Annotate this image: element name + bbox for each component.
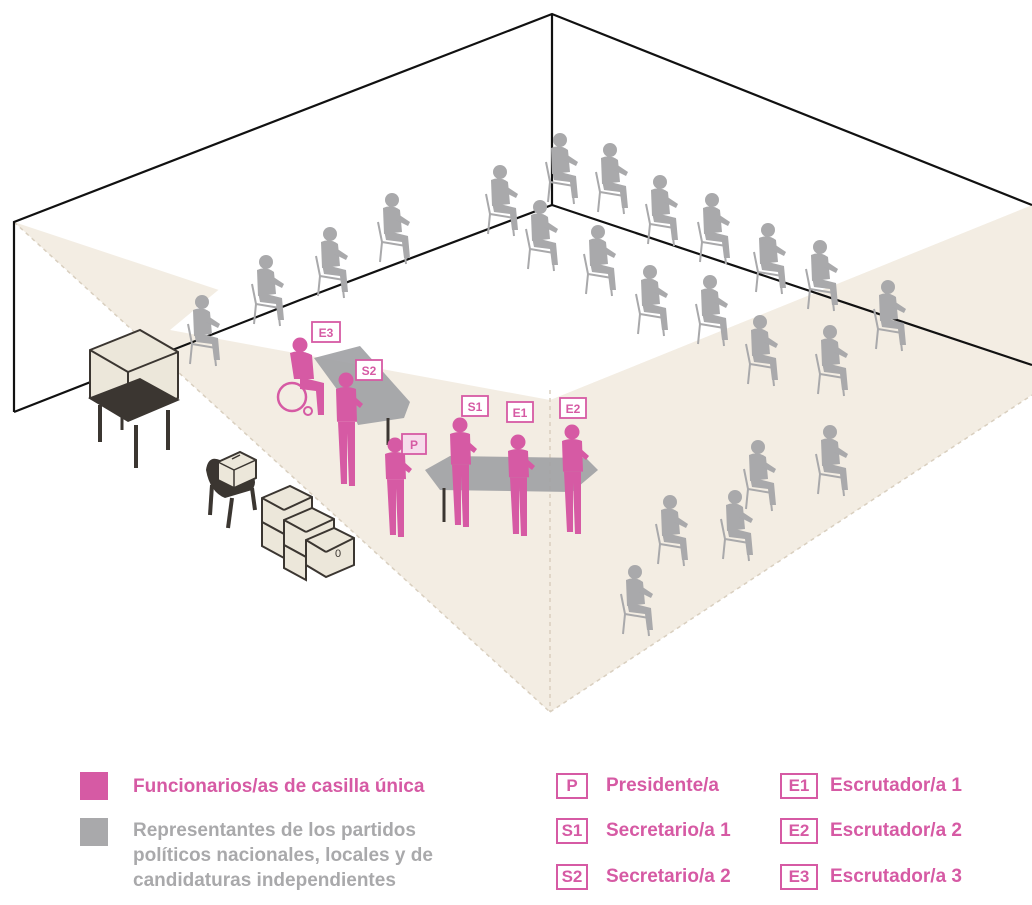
officials-swatch [80, 772, 108, 800]
representative-figure [315, 227, 348, 299]
room-floor-back-right [551, 203, 1032, 367]
floor-edge-left [13, 221, 551, 713]
representative-figure [485, 165, 518, 237]
role-tag-s1: S1 [461, 395, 489, 417]
representatives-group [187, 133, 906, 637]
representative-figure [720, 490, 753, 562]
ballot-chair [206, 450, 257, 529]
representatives-line: políticos nacionales, locales y de [133, 845, 433, 866]
representatives-line: candidaturas independientes [133, 870, 396, 891]
representative-figure [695, 275, 728, 347]
representative-figure [815, 325, 848, 397]
representative-figure [873, 280, 906, 352]
svg-text:E2: E2 [566, 402, 581, 416]
representative-figure [583, 225, 616, 297]
representative-figure [743, 440, 776, 512]
role-label-p: Presidente/a [606, 775, 719, 796]
svg-text:S2: S2 [362, 364, 377, 378]
role-label-s2: Secretario/a 2 [606, 866, 731, 887]
role-label-e2: Escrutador/a 2 [830, 820, 962, 841]
representative-figure [753, 223, 786, 295]
representative-figure [595, 143, 628, 215]
floor-edge-right [549, 394, 1032, 713]
representative-figure [815, 425, 848, 497]
role-label-e1: Escrutador/a 1 [830, 775, 962, 796]
official-figure-escrutador-1 [508, 434, 535, 536]
svg-text:E1: E1 [513, 406, 528, 420]
representative-figure [745, 315, 778, 387]
role-tag-e1: E1 [506, 401, 534, 423]
role-label-e3: Escrutador/a 3 [830, 866, 962, 887]
representatives-label: Representantes de los partidos políticos… [133, 818, 433, 893]
representative-figure [635, 265, 668, 337]
role-tag-e3: E3 [311, 321, 341, 343]
representative-figure [697, 193, 730, 265]
svg-text:P: P [410, 438, 418, 452]
role-code-s2: S2 [556, 864, 588, 890]
representatives-line: Representantes de los partidos [133, 820, 416, 841]
representative-figure [645, 175, 678, 247]
role-tag-p: P [401, 433, 427, 455]
representative-figure [187, 295, 220, 367]
official-figure-secretario-2 [336, 372, 363, 486]
representative-figure [655, 495, 688, 567]
officials-label: Funcionarios/as de casilla única [133, 776, 425, 797]
representative-figure [251, 255, 284, 327]
representatives-swatch [80, 818, 108, 846]
ballot-box-mark: 0 [335, 548, 341, 560]
official-figure-escrutador-3 [276, 337, 324, 416]
role-tag-e2: E2 [559, 397, 587, 419]
voting-booth [88, 328, 180, 468]
official-figure-secretario-1 [450, 417, 477, 527]
role-code-p: P [556, 773, 588, 799]
ballot-boxes [261, 484, 355, 582]
table-left [314, 346, 410, 425]
officials-group [276, 337, 589, 537]
room-outline-top [12, 12, 1032, 412]
floor-center [170, 14, 1032, 400]
representative-figure [377, 193, 410, 265]
role-code-e3: E3 [780, 864, 818, 890]
representative-figure [525, 200, 558, 272]
svg-text:E3: E3 [319, 326, 334, 340]
role-tag-s2: S2 [355, 359, 383, 381]
role-code-s1: S1 [556, 818, 588, 844]
representative-figure [620, 565, 653, 637]
representative-figure [545, 133, 578, 205]
role-label-s1: Secretario/a 1 [606, 820, 731, 841]
official-figure-escrutador-2 [562, 424, 589, 534]
role-code-e1: E1 [780, 773, 818, 799]
representative-figure [805, 240, 838, 312]
svg-text:S1: S1 [468, 400, 483, 414]
official-figure-presidente [385, 437, 412, 537]
role-code-e2: E2 [780, 818, 818, 844]
